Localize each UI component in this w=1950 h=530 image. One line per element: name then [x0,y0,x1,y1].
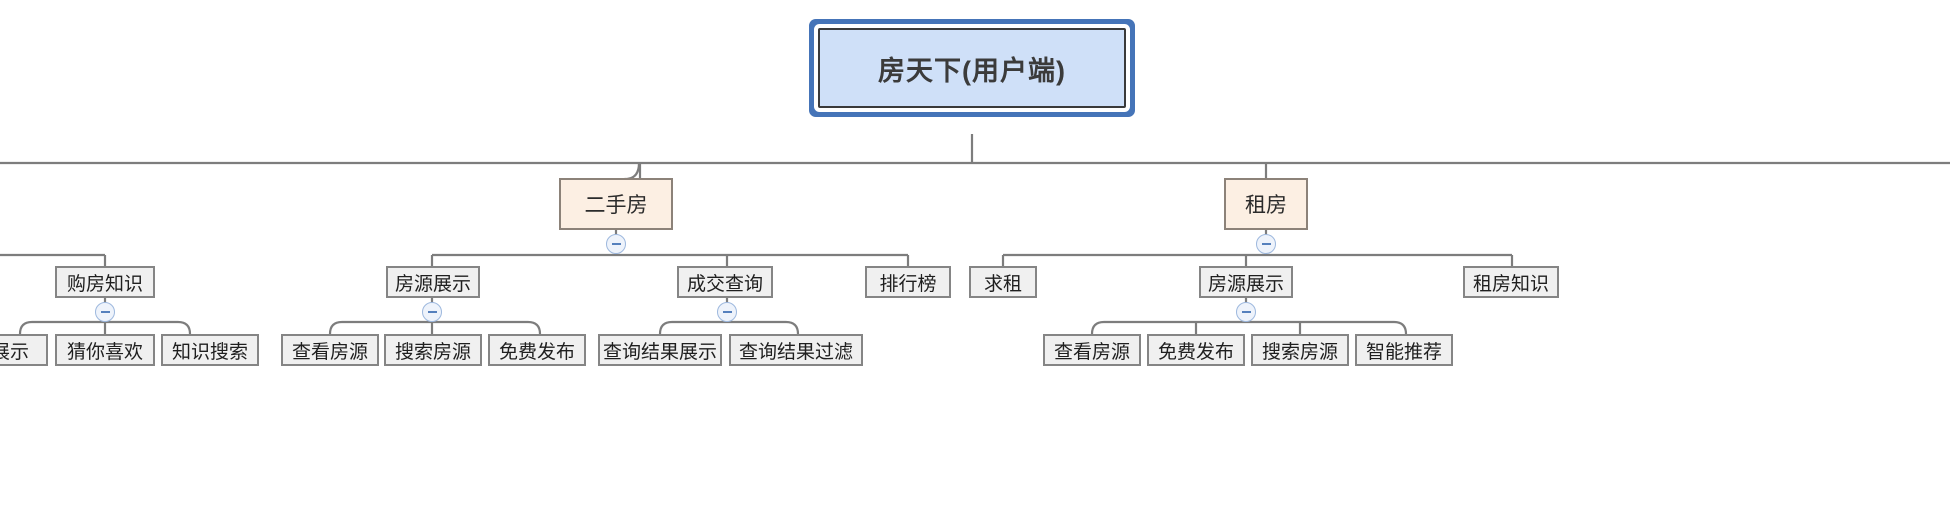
node-fangyuan-zhanshi-2-label: 房源展示 [1207,273,1284,295]
edge-fangyuan1-bracket [328,320,542,335]
node-zufang-label: 租房 [1245,194,1287,217]
node-zhishi-sousuo[interactable]: 知识搜索 [161,334,259,366]
collapse-toggle-fangyuan-zhanshi-1[interactable] [422,302,442,322]
node-sousuo-fangyuan-1[interactable]: 搜索房源 [384,334,482,366]
node-paihangbang-label: 排行榜 [879,273,937,295]
collapse-toggle-zufang[interactable] [1256,234,1276,254]
node-qiuzu[interactable]: 求租 [969,266,1037,298]
node-chaxun-jieguo-zhanshi[interactable]: 查询结果展示 [598,334,722,366]
node-root-label: 房天下(用户端) [878,55,1066,86]
node-chakan-fangyuan-1-label: 查看房源 [291,341,368,363]
node-mianfei-fabu-1-label: 免费发布 [498,341,575,363]
node-gouhang-zhishi-label: 购房知识 [66,273,143,295]
edge-gouhang-children-bracket [18,320,192,335]
collapse-toggle-gouhang-zhishi[interactable] [95,302,115,322]
node-zufang-zhishi[interactable]: 租房知识 [1463,266,1559,298]
node-sousuo-fangyuan-1-label: 搜索房源 [394,341,471,363]
edge-fangyuan2-bracket [1090,320,1408,335]
node-mianfei-fabu-1[interactable]: 免费发布 [488,334,586,366]
node-root[interactable]: 房天下(用户端) [818,28,1126,108]
node-zufang[interactable]: 租房 [1224,178,1308,230]
collapse-toggle-fangyuan-zhanshi-2[interactable] [1236,302,1256,322]
node-ershoufang-label: 二手房 [584,194,648,217]
node-chaxun-jieguo-zhanshi-label: 查询结果展示 [602,341,717,363]
node-chakan-fangyuan-2[interactable]: 查看房源 [1043,334,1141,366]
node-zufang-zhishi-label: 租房知识 [1472,273,1549,295]
node-qiuzu-label: 求租 [983,273,1022,295]
node-fangyuan-zhanshi-1-label: 房源展示 [394,273,471,295]
node-zhineng-tuijian-label: 智能推荐 [1365,341,1442,363]
node-chaxun-jieguo-guolv[interactable]: 查询结果过滤 [729,334,863,366]
node-chakan-fangyuan-2-label: 查看房源 [1053,341,1130,363]
node-mianfei-fabu-2[interactable]: 免费发布 [1147,334,1245,366]
edge-chengjiao-bracket [658,320,800,335]
node-chengjiao-chaxun-label: 成交查询 [686,273,763,295]
collapse-toggle-chengjiao-chaxun[interactable] [717,302,737,322]
node-chengjiao-chaxun[interactable]: 成交查询 [677,266,773,298]
node-gouhang-zhishi[interactable]: 购房知识 [55,266,155,298]
node-chakan-fangyuan-1[interactable]: 查看房源 [281,334,379,366]
node-fangyuan-zhanshi-2[interactable]: 房源展示 [1199,266,1293,298]
collapse-toggle-ershoufang[interactable] [606,234,626,254]
node-zhanshi-clipped-label: 展示 [0,341,29,363]
node-zhineng-tuijian[interactable]: 智能推荐 [1355,334,1453,366]
node-mianfei-fabu-2-label: 免费发布 [1157,341,1234,363]
node-paihangbang[interactable]: 排行榜 [865,266,951,298]
node-chaxun-jieguo-guolv-label: 查询结果过滤 [738,341,853,363]
node-cainixihuan[interactable]: 猜你喜欢 [55,334,155,366]
node-ershoufang[interactable]: 二手房 [559,178,673,230]
node-zhishi-sousuo-label: 知识搜索 [171,341,248,363]
node-zhanshi-clipped[interactable]: 展示 [0,334,48,366]
node-cainixihuan-label: 猜你喜欢 [66,341,143,363]
node-fangyuan-zhanshi-1[interactable]: 房源展示 [386,266,480,298]
node-sousuo-fangyuan-2[interactable]: 搜索房源 [1251,334,1349,366]
node-sousuo-fangyuan-2-label: 搜索房源 [1261,341,1338,363]
